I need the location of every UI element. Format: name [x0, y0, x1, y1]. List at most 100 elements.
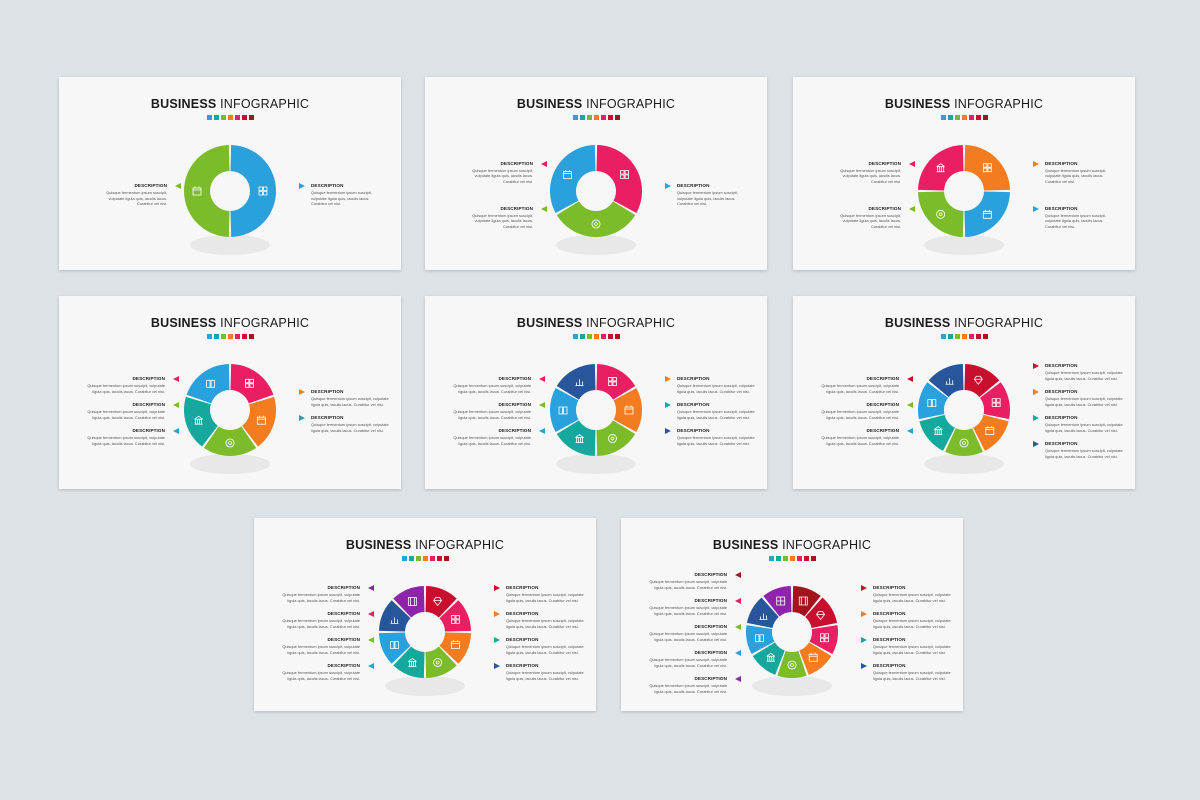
- wheel-reflection: [190, 454, 270, 474]
- wheel-segment[interactable]: [613, 388, 642, 432]
- wheel-segment[interactable]: [596, 420, 636, 456]
- title-color-dots: [425, 115, 767, 120]
- target-icon: [787, 660, 797, 670]
- target-icon: [936, 209, 946, 219]
- image-grid-icon: [451, 614, 460, 624]
- wheel-segment[interactable]: [425, 646, 457, 678]
- wheel-segment[interactable]: [973, 414, 1009, 451]
- wheel-segment[interactable]: [777, 650, 807, 678]
- target-icon: [959, 438, 969, 448]
- wheel-segment[interactable]: [945, 428, 983, 456]
- description-body: Quisque fermentum ipsum suscipit, vulput…: [1045, 422, 1129, 433]
- color-dot: [947, 334, 953, 339]
- wheel-segment[interactable]: [439, 632, 471, 664]
- wheel-segment[interactable]: [964, 145, 1010, 191]
- wheel-segment[interactable]: [556, 364, 596, 400]
- description-line: vulputate ligula quis, iaculis lacus.: [677, 195, 736, 201]
- description-title: DESCRIPTION: [311, 183, 344, 188]
- title-rest: INFOGRAPHIC: [950, 316, 1044, 330]
- wheel-segment[interactable]: [242, 396, 276, 447]
- left-pointer-icon: [539, 376, 545, 382]
- description-body: Quisque fermentum ipsum suscipit, vulput…: [506, 644, 590, 655]
- description-line: Quisque fermentum ipsum suscipit, vulput…: [649, 657, 727, 662]
- right-pointer-icon: [665, 402, 671, 408]
- wheel-reflection: [924, 235, 1004, 255]
- description-line: ligula quis, iaculis lacus. Curabitur ve…: [873, 675, 946, 681]
- wheel-reflection: [190, 235, 270, 255]
- description-line: ligula quis, iaculis lacus. Curabitur ve…: [311, 401, 384, 407]
- description-line: Curabitur vel nisi.: [136, 201, 167, 207]
- wheel-segment[interactable]: [928, 364, 964, 398]
- left-pointer-icon: [368, 637, 374, 643]
- description-line: ligula quis, iaculis lacus. Curabitur ve…: [506, 597, 579, 603]
- image-grid-icon: [820, 633, 829, 643]
- wheel-segment[interactable]: [230, 145, 277, 237]
- wheel-segment[interactable]: [183, 145, 230, 237]
- title-color-dots: [254, 556, 596, 561]
- right-pointer-icon: [665, 376, 671, 382]
- wheel-segment[interactable]: [979, 382, 1010, 420]
- wheel-segment[interactable]: [393, 646, 425, 678]
- wheel-segment[interactable]: [918, 191, 964, 237]
- color-dot: [436, 556, 442, 561]
- image-grid-icon: [608, 377, 617, 386]
- right-pointer-icon: [1033, 441, 1039, 447]
- wheel-segment[interactable]: [799, 642, 832, 675]
- description-line: ligula quis, iaculis lacus. Curabitur ve…: [92, 414, 165, 420]
- wheel-center: [945, 172, 983, 210]
- color-dot: [775, 556, 781, 561]
- wheel-segment[interactable]: [752, 642, 785, 675]
- description-line: ligula quis, iaculis lacus. Curabitur ve…: [654, 636, 727, 642]
- wheel-segment[interactable]: [556, 201, 636, 238]
- donut-wheel: [746, 586, 838, 696]
- slide-title: BUSINESS INFOGRAPHIC: [425, 316, 767, 330]
- wheel-segment[interactable]: [184, 396, 218, 447]
- description-line: Quisque fermentum ipsum suscipit, vulput…: [1045, 370, 1123, 375]
- wheel-segment[interactable]: [918, 382, 949, 420]
- description-line: Quisque fermentum ipsum suscipit, vulput…: [453, 409, 531, 414]
- wheel-segment[interactable]: [550, 388, 579, 432]
- donut-wheel: [550, 364, 642, 474]
- slide-title: BUSINESS INFOGRAPHIC: [59, 316, 401, 330]
- wheel-segment[interactable]: [746, 597, 779, 629]
- wheel-segment[interactable]: [550, 145, 596, 213]
- wheel-segment[interactable]: [792, 586, 821, 617]
- description-body: Quisque fermentum ipsum suscipit,vulputa…: [831, 168, 901, 185]
- wheel-segment[interactable]: [186, 364, 230, 404]
- title-rest: INFOGRAPHIC: [582, 97, 676, 111]
- title-bold: BUSINESS: [345, 538, 412, 552]
- wheel-segment[interactable]: [379, 600, 411, 632]
- wheel-segment[interactable]: [964, 191, 1010, 237]
- wheel-segment[interactable]: [918, 145, 964, 191]
- left-pointer-icon: [735, 650, 741, 656]
- description-line: ligula quis, iaculis lacus. Curabitur ve…: [654, 584, 727, 590]
- right-pointer-icon: [861, 637, 867, 643]
- wheel-segment[interactable]: [596, 145, 642, 213]
- description-title: DESCRIPTION: [506, 585, 539, 590]
- description-title: DESCRIPTION: [677, 183, 710, 188]
- color-dot: [975, 115, 981, 120]
- description-line: Quisque fermentum ipsum suscipit, vulput…: [453, 383, 531, 388]
- left-pointer-icon: [368, 611, 374, 617]
- wheel-segment[interactable]: [964, 364, 1000, 398]
- wheel-segment[interactable]: [393, 586, 425, 618]
- wheel-segment[interactable]: [805, 597, 838, 629]
- description-line: Quisque fermentum ipsum suscipit,: [1045, 167, 1106, 173]
- right-pointer-icon: [299, 415, 305, 421]
- building-icon: [194, 415, 203, 425]
